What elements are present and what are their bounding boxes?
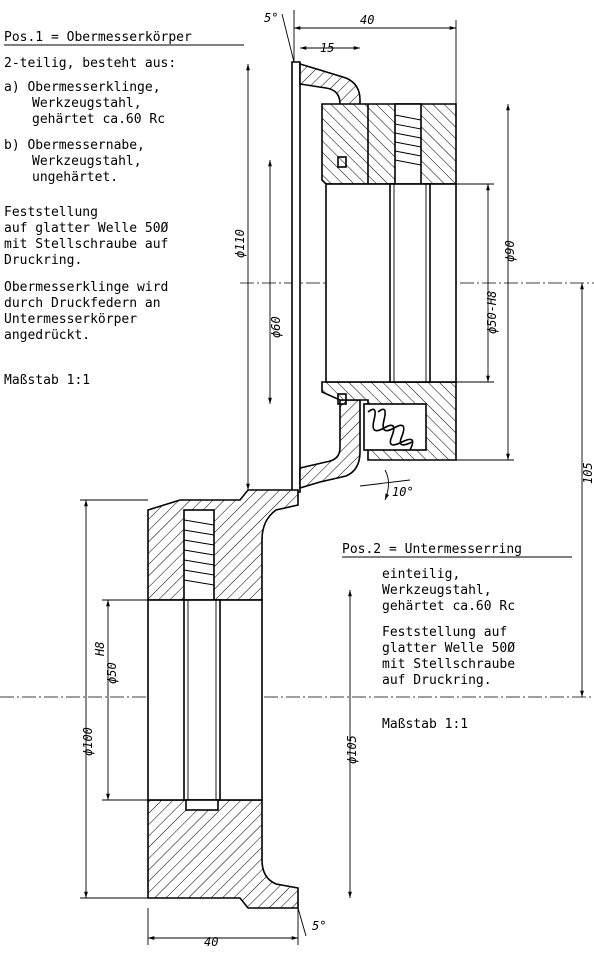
pos1-item-a-line2: Werkzeugstahl,	[32, 96, 142, 111]
pos1-fixing-line1: Feststellung	[4, 205, 98, 220]
dim-dia-110-label: ϕ110	[233, 229, 247, 258]
lower-ring-top-section	[147, 489, 299, 601]
dim-h8-bottom-label: H8	[93, 642, 107, 657]
dim-angle-10-label: 10°	[392, 485, 414, 499]
pos1-subtitle: 2-teilig, besteht aus:	[4, 56, 176, 71]
pos2-title: Pos.2 = Untermesserring	[342, 542, 522, 557]
pos1-pressing-line4: angedrückt.	[4, 328, 90, 343]
lower-ring-bottom-section	[147, 799, 299, 909]
lower-shaft	[183, 599, 221, 801]
pos1-fixing-line4: Druckring.	[4, 253, 82, 268]
upper-set-screw-thread	[394, 114, 422, 166]
pos2-fixing-line4: auf Druckring.	[382, 673, 492, 688]
pos1-title: Pos.1 = Obermesserkörper	[4, 30, 192, 45]
pos1-item-b-line2: Werkzeugstahl,	[32, 154, 142, 169]
pos1-pressing-line1: Obermesserklinge wird	[4, 280, 168, 295]
compression-spring-coil	[377, 408, 413, 446]
pos2-desc-line1: einteilig,	[382, 567, 460, 582]
dim-top-40-label: 40	[360, 13, 374, 27]
dim-dia-100-label: ϕ100	[81, 727, 95, 756]
angle-line-bottom	[297, 907, 307, 937]
pos1-pressing-line2: durch Druckfedern an	[4, 296, 161, 311]
upper-shaft	[389, 183, 431, 383]
pos1-text: Pos.1 = Obermesserkörper 2-teilig, beste…	[4, 30, 244, 388]
pos2-fixing-line3: mit Stellschraube	[382, 657, 515, 672]
lower-knife-ring	[147, 489, 299, 909]
blade-tab-bottom	[337, 393, 347, 405]
upper-blade-bottom-section	[299, 399, 361, 490]
angle-line-top	[281, 13, 295, 63]
pos2-fixing-line2: glatter Welle 50Ø	[382, 641, 515, 656]
upper-knife-body	[291, 61, 457, 493]
upper-hub-top	[321, 103, 457, 185]
pos1-item-a-line3: gehärtet ca.60 Rc	[32, 112, 165, 127]
dim-dia-105-label: ϕ105	[345, 735, 359, 764]
upper-blade-plate	[291, 61, 301, 493]
dim-bottom-40-label: 40	[204, 935, 218, 949]
angle-arc-10	[384, 469, 390, 501]
lower-shaft-end	[185, 799, 219, 811]
dim-dia-50-bottom-label: ϕ50	[105, 662, 119, 684]
dim-top-angle: 5°	[264, 11, 278, 25]
lower-set-screw	[183, 509, 215, 601]
pos1-fixing-line3: mit Stellschraube auf	[4, 237, 168, 252]
blade-tab-top	[337, 156, 347, 168]
pos2-desc-line3: gehärtet ca.60 Rc	[382, 599, 515, 614]
pos1-item-a-line1: a) Obermesserklinge,	[4, 80, 161, 95]
lower-set-screw-thread	[183, 519, 215, 586]
pos1-item-b-line1: b) Obermessernabe,	[4, 138, 145, 153]
angle-line-10	[359, 479, 411, 487]
pos2-scale: Maßstab 1:1	[382, 717, 468, 732]
dim-dia-50-top-label: ϕ50-H8	[485, 291, 499, 334]
pos2-fixing-line1: Feststellung auf	[382, 625, 507, 640]
dim-top-15-label: 15	[320, 41, 334, 55]
dim-bottom-angle: 5°	[312, 919, 326, 933]
dimensions: 40 5° 15 ϕ110 ϕ60 ϕ50-H8 ϕ90 10° 105 ϕ10…	[80, 10, 594, 949]
dim-dist-105-label: 105	[581, 462, 594, 484]
compression-spring	[367, 408, 414, 451]
pos2-text: Pos.2 = Untermesserring einteilig, Werkz…	[342, 542, 572, 732]
pos1-fixing-line2: auf glatter Welle 50Ø	[4, 221, 169, 236]
pos1-item-b-line3: ungehärtet.	[32, 170, 118, 185]
pos1-pressing-line3: Untermesserkörper	[4, 312, 137, 327]
dim-dia-60-label: ϕ60	[269, 316, 283, 338]
dim-dia-90-label: ϕ90	[503, 240, 517, 262]
pos2-desc-line2: Werkzeugstahl,	[382, 583, 492, 598]
pos1-scale: Maßstab 1:1	[4, 373, 90, 388]
